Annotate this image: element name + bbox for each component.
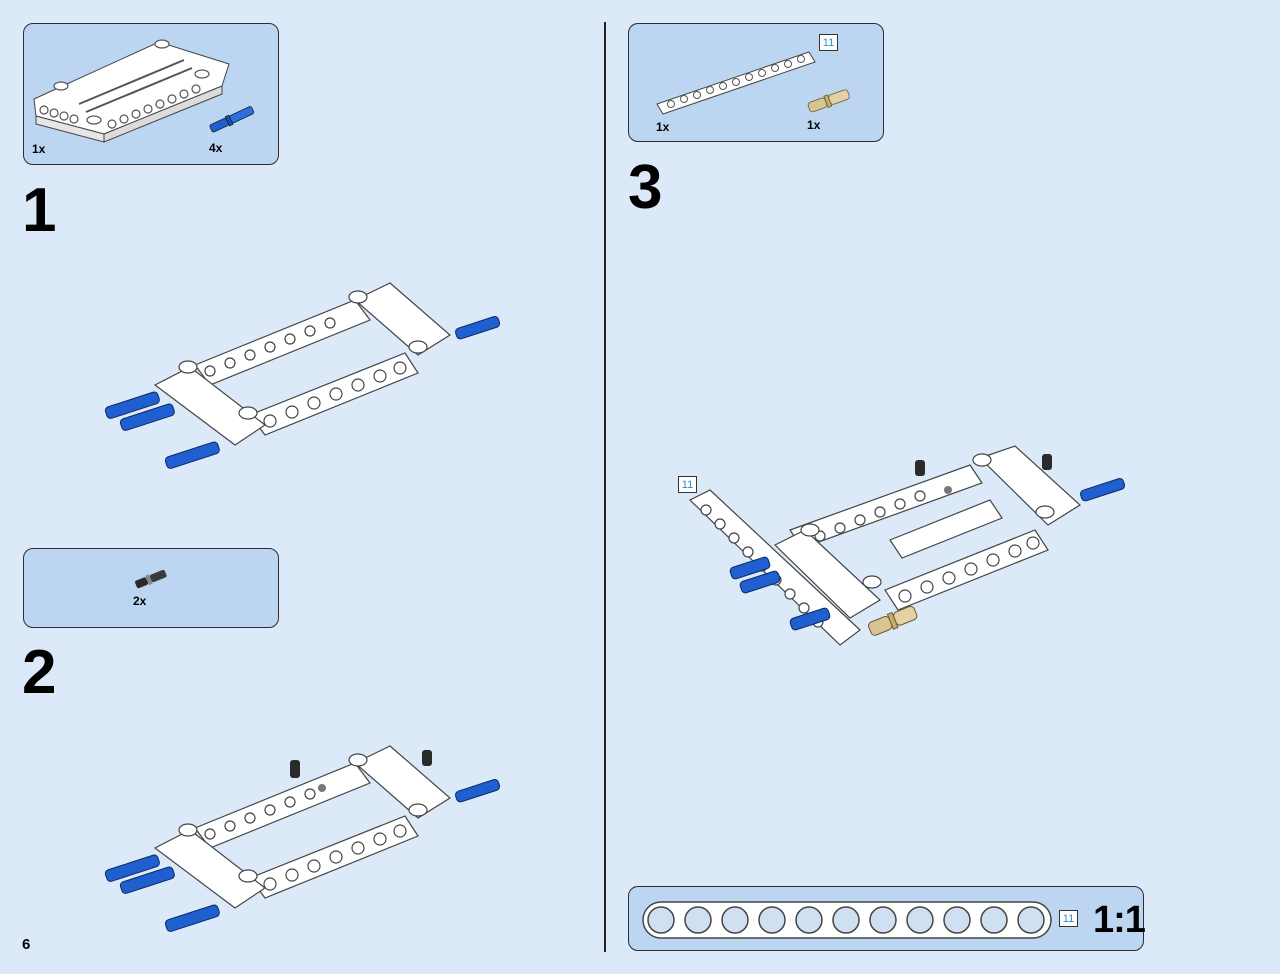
scale-ruler-box: 11 1:1 [628, 886, 1146, 951]
length-indicator: 11 [819, 34, 838, 51]
step2-parts-box: 2x [23, 548, 279, 628]
step3-assembly-image [688, 445, 1126, 646]
step1-parts-box: 1x 4x [23, 23, 279, 165]
step1-assembly-image [104, 282, 501, 469]
step3-part1-quantity: 1x [656, 120, 670, 134]
step1-number: 1 [22, 176, 57, 245]
step3-parts-box: 11 1x 1x [628, 23, 884, 142]
ruler-length-indicator: 11 [1059, 910, 1078, 927]
step1-part1-quantity: 1x [32, 142, 46, 156]
liftarm-part-image [656, 51, 816, 115]
step3-part2-quantity: 1x [807, 118, 821, 132]
step1-part2-quantity: 4x [209, 141, 223, 155]
page-number: 6 [22, 936, 31, 953]
step2-assembly-image [104, 745, 501, 932]
black-pin-image [135, 569, 167, 589]
blue-pin-image [209, 106, 255, 133]
step2-part1-quantity: 2x [133, 594, 147, 608]
callout-length-indicator: 11 [678, 476, 697, 493]
liftarm-scale-image [642, 901, 1052, 939]
tan-pin-image [807, 89, 850, 113]
page-divider [604, 22, 606, 952]
step3-number: 3 [628, 153, 663, 222]
scale-label: 1:1 [1093, 899, 1146, 941]
step2-number: 2 [22, 638, 57, 707]
panel-part-image [33, 39, 230, 143]
